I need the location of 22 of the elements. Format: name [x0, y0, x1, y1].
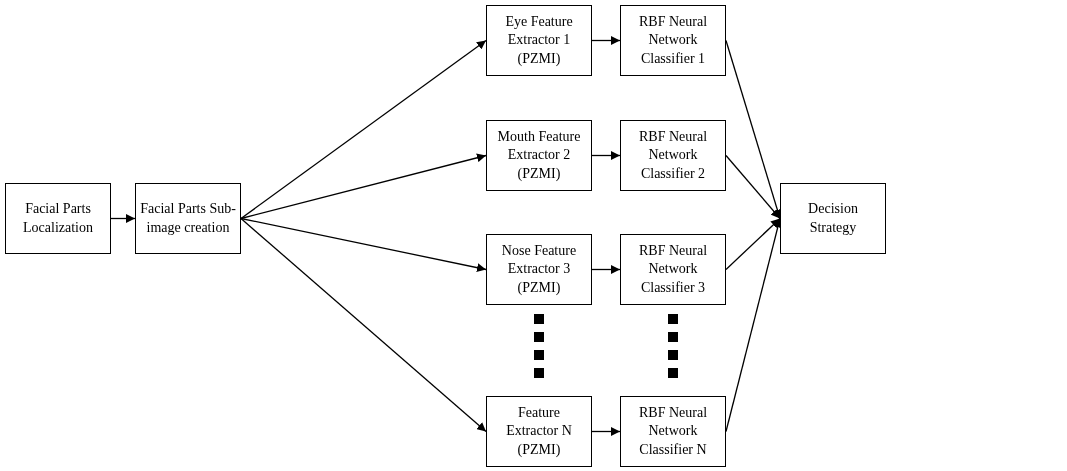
arrow	[725, 217, 781, 271]
process-box: RBF Neural Network Classifier 1	[620, 5, 726, 76]
arrow	[110, 214, 136, 223]
process-box: Facial Parts Localization	[5, 183, 111, 254]
process-box: Feature Extractor N (PZMI)	[486, 396, 592, 467]
arrow	[725, 154, 781, 220]
arrow	[240, 39, 487, 220]
process-box: Facial Parts Sub-image creation	[135, 183, 241, 254]
arrow	[591, 427, 621, 436]
process-box: Decision Strategy	[780, 183, 886, 254]
process-box: RBF Neural Network Classifier 3	[620, 234, 726, 305]
arrow	[240, 217, 487, 433]
process-box: Mouth Feature Extractor 2 (PZMI)	[486, 120, 592, 191]
arrow	[591, 151, 621, 160]
arrow	[240, 217, 487, 273]
arrow	[591, 36, 621, 45]
process-box: RBF Neural Network Classifier N	[620, 396, 726, 467]
process-box: Eye Feature Extractor 1 (PZMI)	[486, 5, 592, 76]
process-box: Nose Feature Extractor 3 (PZMI)	[486, 234, 592, 305]
arrow	[240, 153, 487, 220]
arrow	[591, 265, 621, 274]
process-box: RBF Neural Network Classifier 2	[620, 120, 726, 191]
